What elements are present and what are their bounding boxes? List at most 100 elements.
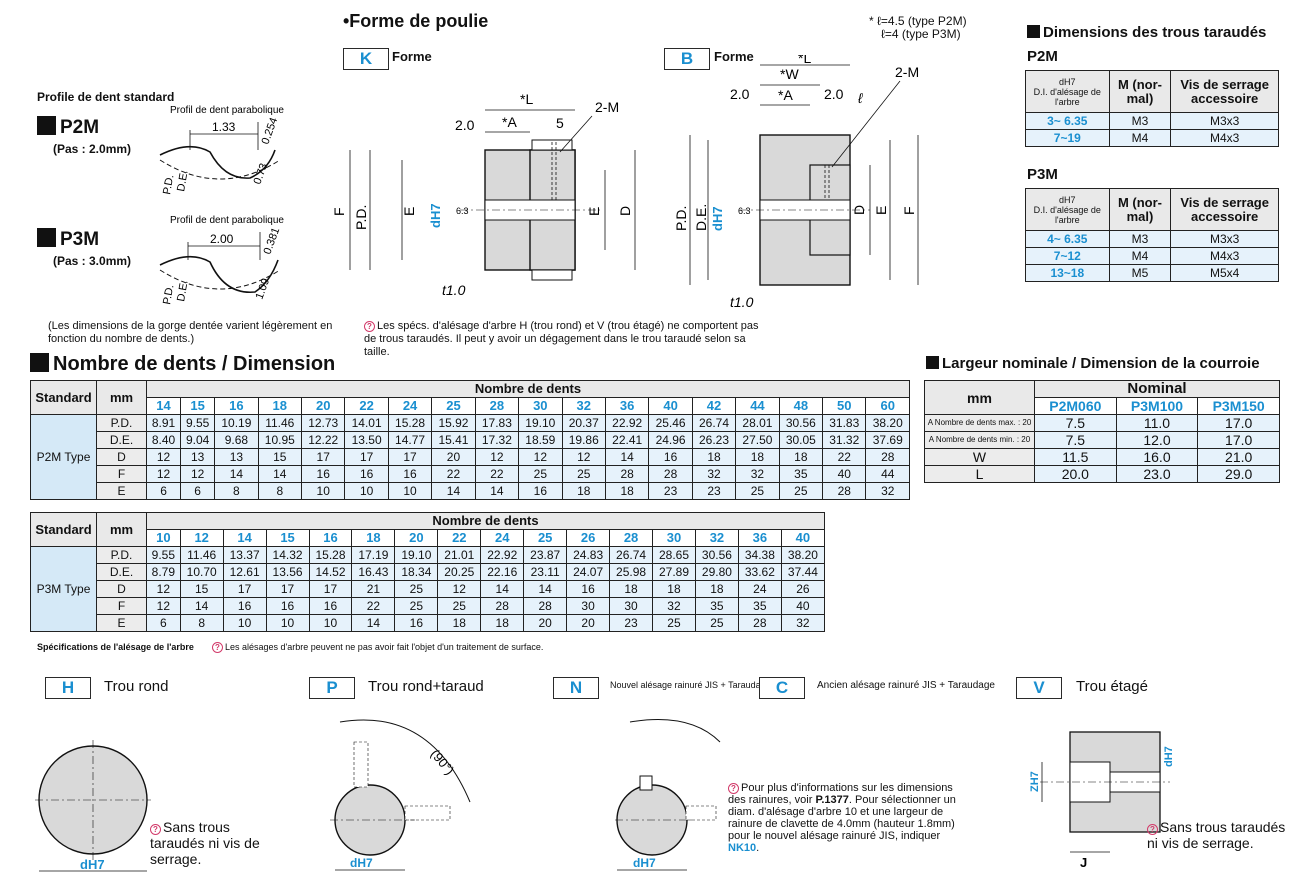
tarauds-p2m-title: P2M: [1027, 48, 1058, 65]
table-cell: 12: [437, 580, 482, 598]
svg-text:E: E: [401, 207, 417, 216]
alesage-h-label: Trou rond: [104, 678, 169, 695]
table-cell: 14.52: [308, 563, 353, 581]
table-cell: 19.10: [518, 414, 563, 432]
svg-text:E: E: [586, 207, 602, 216]
table-cell: 32: [652, 597, 696, 615]
teeth-count: 16: [308, 529, 353, 547]
p2m-pas: (Pas : 2.0mm): [53, 142, 132, 156]
table-cell: 12: [146, 597, 181, 615]
teeth-count: 28: [609, 529, 654, 547]
teeth-count: 30: [652, 529, 696, 547]
table-cell: 13.37: [222, 546, 267, 564]
p-bore-drawing: (90°) dH7: [330, 719, 471, 871]
table-cell: 20: [431, 448, 476, 466]
forme-b-code: B: [664, 48, 710, 70]
table-cell: 25: [394, 597, 439, 615]
table-cell: 12.73: [300, 414, 346, 432]
table-cell: 40: [822, 465, 867, 483]
table-cell: 9.04: [180, 431, 216, 449]
forme-k-label: Forme: [392, 49, 432, 64]
teeth-count: 44: [735, 397, 780, 415]
table-cell: 10.70: [179, 563, 224, 581]
n-bore-drawing: dH7: [615, 719, 721, 871]
table-cell: 14: [604, 448, 650, 466]
row-label: F: [96, 465, 147, 483]
svg-text:D.E.: D.E.: [175, 279, 191, 302]
table-cell: 16: [394, 614, 439, 632]
table-cell: 26.23: [691, 431, 737, 449]
teeth-count: 60: [865, 397, 910, 415]
table-cell: 18: [561, 482, 606, 500]
info-icon: ?: [212, 642, 223, 653]
table-cell: 37.44: [780, 563, 826, 581]
svg-text:*L: *L: [798, 55, 811, 66]
table-cell: 17.19: [351, 546, 396, 564]
teeth-count: 20: [394, 529, 439, 547]
table-cell: 25: [652, 614, 696, 632]
table-cell: 18: [778, 448, 824, 466]
table-cell: 30.56: [694, 546, 739, 564]
teeth-header: Nombre de dents: [146, 512, 825, 530]
table-cell: 30.56: [778, 414, 824, 432]
svg-text:dH7: dH7: [633, 856, 656, 870]
table-cell: 25: [518, 465, 563, 483]
table-cell: 14.32: [265, 546, 310, 564]
table-cell: 18: [480, 614, 525, 632]
svg-text:0.254: 0.254: [260, 116, 281, 146]
teeth-count: 22: [344, 397, 389, 415]
teeth-count: 18: [351, 529, 396, 547]
table-cell: 23: [691, 482, 737, 500]
svg-text:Profil de dent parabolique: Profil de dent parabolique: [170, 105, 284, 116]
table-cell: 20: [523, 614, 568, 632]
table-cell: 22: [822, 448, 867, 466]
table-cell: 13: [180, 448, 216, 466]
svg-text:*A: *A: [502, 114, 517, 130]
svg-text:1.33: 1.33: [212, 120, 236, 134]
svg-text:dH7: dH7: [80, 857, 105, 872]
table-cell: 10: [222, 614, 267, 632]
table-cell: 18: [735, 448, 780, 466]
table-cell: 28.01: [735, 414, 780, 432]
alesage-v-label: Trou étagé: [1076, 678, 1148, 695]
table-cell: 18: [604, 482, 650, 500]
table-cell: 22: [351, 597, 396, 615]
table-cell: 10: [300, 482, 346, 500]
forme-title: •Forme de poulie: [343, 11, 489, 31]
table-cell: 14: [523, 580, 568, 598]
teeth-header: Nombre de dents: [146, 380, 910, 398]
table-cell: 24.96: [648, 431, 693, 449]
table-cell: 27.89: [652, 563, 696, 581]
table-cell: 22.41: [604, 431, 650, 449]
table-cell: 18: [691, 448, 737, 466]
teeth-count: 24: [480, 529, 525, 547]
alesage-n-code: N: [553, 677, 599, 699]
table-cell: 19.10: [394, 546, 439, 564]
teeth-count: 48: [778, 397, 824, 415]
table-cell: 38.20: [780, 546, 826, 564]
svg-text:P.D.: P.D.: [161, 174, 176, 196]
largeur-table: mm Nominal P2M060 P3M100 P3M150 A Nombre…: [924, 380, 1280, 483]
svg-text:*L: *L: [520, 91, 533, 107]
teeth-count: 50: [822, 397, 867, 415]
table-cell: 14: [179, 597, 224, 615]
teeth-count: 30: [518, 397, 563, 415]
square-bullet-icon: [1027, 25, 1040, 38]
ell-note: * ℓ=4.5 (type P2M) ℓ=4 (type P3M): [869, 14, 967, 41]
row-label: D.E.: [96, 563, 147, 581]
alesage-title: Spécifications de l'alésage de l'arbre: [37, 642, 194, 652]
standard-header: Standard: [30, 512, 97, 547]
standard-header: Standard: [30, 380, 97, 415]
svg-text:t1.0: t1.0: [730, 294, 754, 310]
table-cell: 20.25: [437, 563, 482, 581]
table-cell: 11.46: [179, 546, 224, 564]
teeth-count: 15: [265, 529, 310, 547]
table-cell: 16: [387, 465, 433, 483]
v-bore-drawing: ZH7 dH7 J: [1029, 731, 1175, 870]
svg-text:*A: *A: [778, 87, 793, 103]
